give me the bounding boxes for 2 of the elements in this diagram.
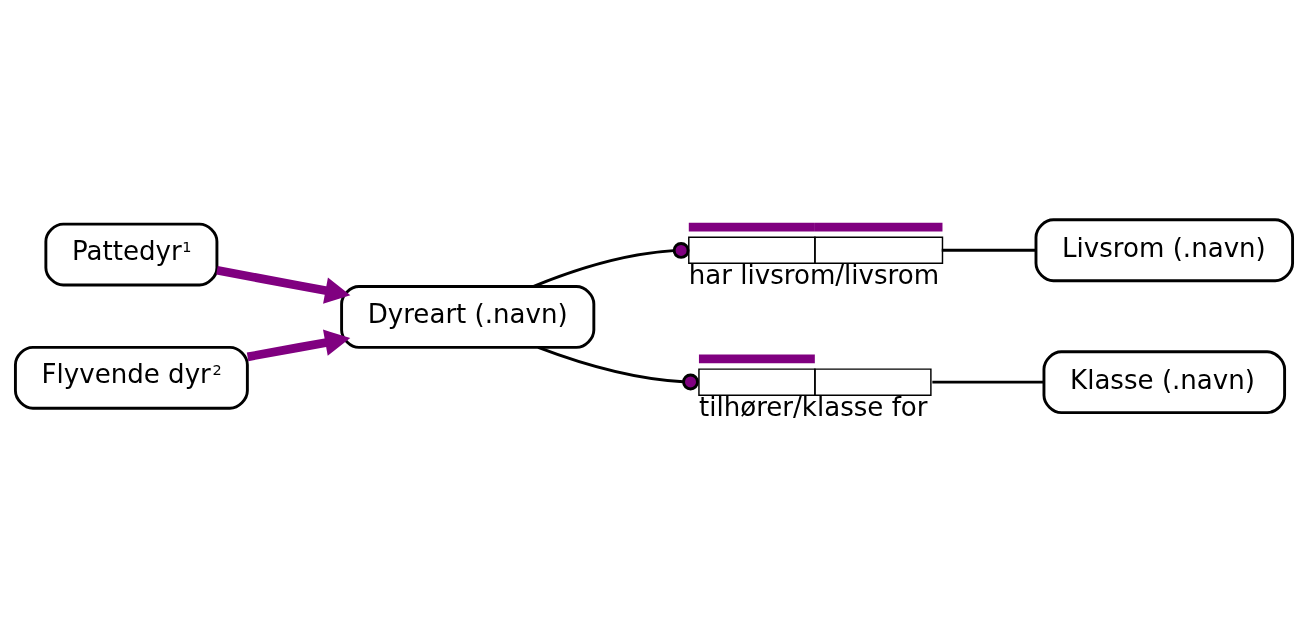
node-label: har livsrom/livsrom (688, 260, 940, 291)
node-label: tilhører/klasse for (698, 392, 928, 423)
